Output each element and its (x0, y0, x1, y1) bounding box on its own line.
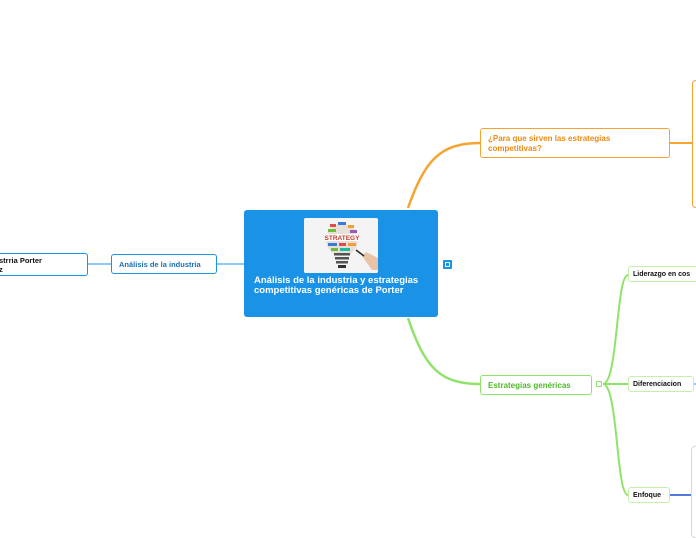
enfoque-child-frame[interactable] (691, 446, 696, 538)
central-topic[interactable]: STRATEGY Análisis de la industria y estr… (244, 210, 438, 317)
subtopic-diferenciacion[interactable]: Diferenciacion (628, 376, 694, 392)
subtopic-diferenciacion-label: Diferenciacion (633, 381, 682, 388)
link-root-orange (406, 141, 481, 209)
svg-text:STRATEGY: STRATEGY (325, 235, 361, 242)
topic-industria-porter-line2: z (0, 265, 3, 274)
link-green-enf (602, 383, 629, 496)
topic-industria-porter[interactable]: strria Porter z (0, 253, 88, 276)
mind-map-canvas: STRATEGY Análisis de la industria y estr… (0, 80, 696, 538)
strategy-bulb-image: STRATEGY (304, 218, 378, 273)
link-root-green (406, 317, 481, 386)
subtopic-enfoque[interactable]: Enfoque (628, 487, 670, 503)
subtopic-liderazgo-label: Liderazgo en cos (633, 271, 691, 278)
topic-estrategias-genericas-label: Estrategias genéricas (488, 381, 571, 390)
topic-industria-porter-line1: strria Porter (0, 256, 42, 265)
topic-para-que-sirven[interactable]: ¿Para que sirven las estrategias competi… (480, 128, 670, 158)
green-collapse-toggle-icon[interactable] (596, 381, 602, 387)
lightbulb-icon: STRATEGY (304, 218, 378, 273)
root-collapse-toggle-icon[interactable] (443, 260, 452, 269)
link-green-lid (602, 274, 629, 385)
topic-analisis-industria[interactable]: Análisis de la industria (111, 254, 217, 274)
topic-estrategias-genericas[interactable]: Estrategias genéricas (480, 375, 592, 395)
connector-lines (88, 141, 696, 496)
topic-para-que-sirven-label: ¿Para que sirven las estrategias competi… (488, 134, 611, 153)
subtopic-liderazgo[interactable]: Liderazgo en cos (628, 266, 696, 282)
orange-child-frame[interactable] (692, 80, 696, 208)
central-topic-title: Análisis de la industria y estrategias c… (254, 275, 419, 296)
subtopic-enfoque-label: Enfoque (633, 492, 661, 499)
topic-analisis-industria-label: Análisis de la industria (119, 260, 201, 269)
